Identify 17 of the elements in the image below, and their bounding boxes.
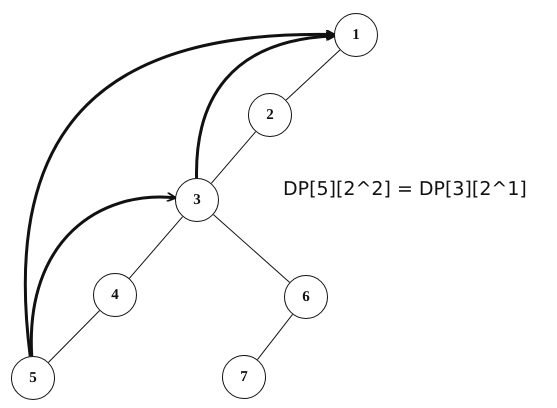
tree-edge	[48, 310, 100, 363]
tree-node-circle: 4	[93, 273, 137, 317]
tree-edge	[256, 314, 294, 360]
tree-node-circle: 5	[11, 356, 55, 400]
tree-edge	[212, 214, 290, 283]
tree-node-circle: 7	[222, 355, 266, 399]
tree-node-circle: 6	[284, 275, 328, 319]
tree-node-circle: 3	[175, 178, 219, 222]
tree-node-circle: 1	[334, 13, 378, 57]
tree-edge	[128, 216, 184, 279]
tree-edge	[286, 49, 340, 101]
curved-arrow	[30, 192, 177, 356]
curved-arrow	[195, 31, 336, 178]
tree-edge	[210, 131, 256, 184]
curved-arrow	[24, 29, 336, 356]
tree-node-circle: 2	[248, 93, 292, 137]
equation-label: DP[5][2^2] = DP[3][2^1]	[283, 178, 527, 200]
